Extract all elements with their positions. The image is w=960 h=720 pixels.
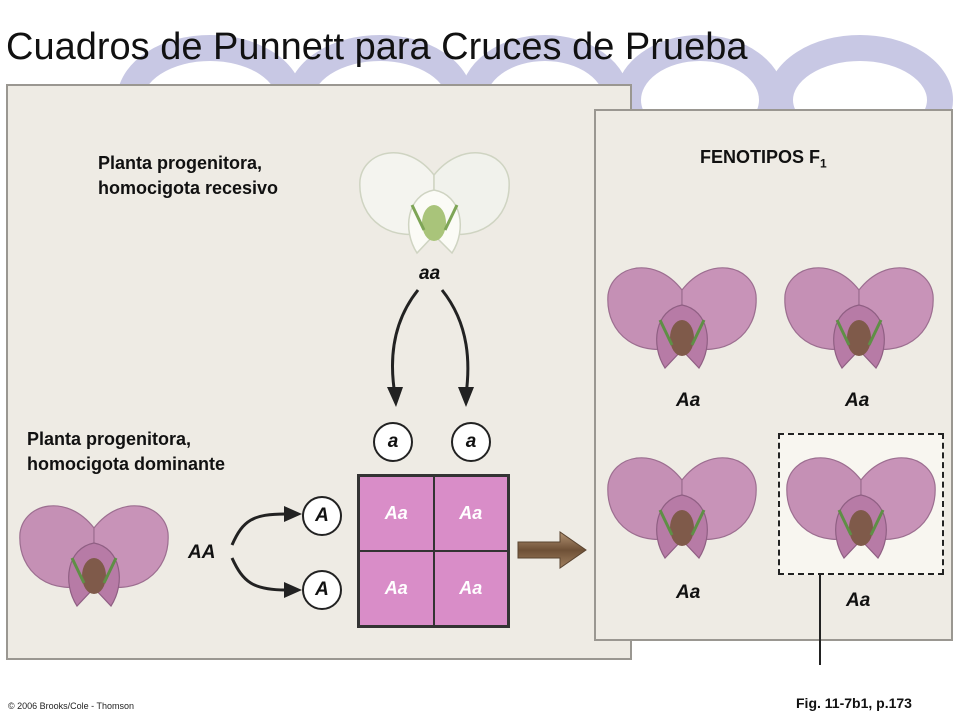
gamete-left-1: A (302, 496, 342, 536)
purple-flower-icon (607, 267, 757, 369)
f1-genotype: Aa (676, 390, 701, 411)
punnett-cell: Aa (359, 476, 434, 551)
dominant-parent-label: Planta progenitora, homocigota dominante (27, 429, 225, 474)
purple-flower-icon (784, 267, 934, 369)
copyright-text: © 2006 Brooks/Cole - Thomson (8, 701, 135, 711)
recessive-parent-label: Planta progenitora, homocigota recesivo (98, 153, 279, 198)
gamete-left-2: A (302, 570, 342, 610)
callout-line (819, 575, 821, 665)
gamete-arrows-right (230, 506, 302, 598)
punnett-square: Aa Aa Aa Aa (357, 474, 510, 628)
f1-genotype: Aa (846, 590, 871, 611)
recessive-genotype: aa (419, 263, 441, 284)
f1-genotype: Aa (676, 582, 701, 603)
f1-heading: FENOTIPOS F1 (700, 147, 827, 171)
purple-flower-icon (607, 457, 757, 559)
result-arrow-icon (517, 531, 587, 569)
gamete-arrows-down (387, 289, 474, 407)
purple-flower-icon (786, 457, 936, 559)
punnett-cell: Aa (433, 476, 508, 551)
punnett-cell: Aa (433, 551, 508, 626)
figure-reference: Fig. 11-7b1, p.173 (796, 695, 912, 711)
white-flower-icon (359, 152, 510, 255)
page-title: Cuadros de Punnett para Cruces de Prueba (6, 26, 748, 68)
dominant-genotype: AA (188, 542, 216, 563)
punnett-cell: Aa (359, 551, 434, 626)
purple-flower-icon (19, 505, 169, 607)
gamete-top-1: a (373, 422, 413, 462)
f1-genotype: Aa (845, 390, 870, 411)
gamete-top-2: a (451, 422, 491, 462)
